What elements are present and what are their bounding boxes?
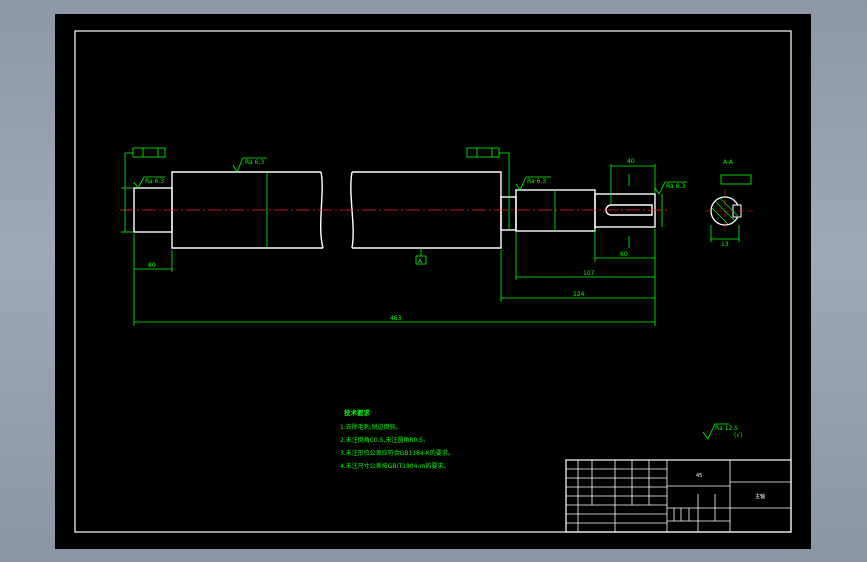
roughness-symbol-body	[232, 157, 267, 173]
tolerance-leader-right	[499, 152, 510, 197]
section-hatch-3	[719, 197, 739, 217]
dim-text-step: 80	[148, 262, 156, 269]
shoulder-step	[500, 196, 517, 231]
tolerance-frame-left	[132, 147, 166, 158]
drawing-border	[74, 30, 792, 533]
dim-text-60: 60	[620, 251, 628, 258]
datum-box	[415, 255, 427, 265]
title-part-name: 主轴	[755, 493, 765, 500]
dim-text-124: 124	[573, 291, 585, 298]
shaft-drawing: 463 80 124 107 60	[74, 30, 792, 533]
dim-text-40: 40	[627, 158, 635, 165]
notes-item-2: 2.未注倒角C0.5,未注圆角R0.5。	[340, 436, 429, 444]
notes-item-3: 3.未注形位公差应符合GB1184-K的要求。	[340, 449, 454, 457]
title-material: 45	[696, 473, 702, 479]
tolerance-leader-left	[124, 152, 133, 188]
notes-heading: 技术要求	[344, 408, 371, 417]
roughness-text-left: Ra 6.3	[145, 178, 164, 185]
section-dim-text: 13	[721, 241, 729, 248]
break-line-left	[320, 171, 324, 249]
section-tolerance-frame	[720, 174, 752, 185]
notes-item-4: 4.未注尺寸公差按GB/T1804-m的要求。	[340, 462, 449, 470]
dim-text-107: 107	[583, 270, 595, 277]
notes-item-1: 1.去除毛刺,锐边倒钝。	[340, 423, 402, 431]
section-label: A-A	[723, 159, 734, 166]
drawing-canvas[interactable]: 463 80 124 107 60	[55, 14, 811, 549]
tolerance-frame-right	[466, 147, 500, 158]
roughness-text-body: Ra 6.3	[245, 159, 264, 166]
corner-roughness-symbol	[702, 423, 729, 440]
datum-label: A	[418, 258, 423, 265]
technical-notes: 技术要求 1.去除毛刺,锐边倒钝。 2.未注倒角C0.5,未注圆角R0.5。 3…	[340, 408, 454, 470]
corner-roughness-paren: (√)	[734, 432, 743, 439]
roughness-symbol-journal	[515, 176, 551, 191]
roughness-symbol-left	[133, 176, 165, 189]
title-block	[565, 459, 792, 533]
dimensions: 463 80 124 107 60	[121, 147, 753, 326]
dim-text-overall: 463	[390, 315, 402, 322]
roughness-symbol-key	[654, 181, 687, 195]
corner-roughness: Ra 12.5 (√)	[702, 423, 743, 440]
right-journal	[515, 189, 596, 232]
keyed-end	[594, 193, 656, 228]
roughness-text-journal: Ra 6.3	[527, 178, 546, 185]
keyway	[605, 204, 653, 216]
roughness-text-key: Ra 6.3	[666, 183, 685, 190]
corner-roughness-text: Ra 12.5	[715, 425, 738, 432]
section-hatch-2	[711, 207, 729, 225]
